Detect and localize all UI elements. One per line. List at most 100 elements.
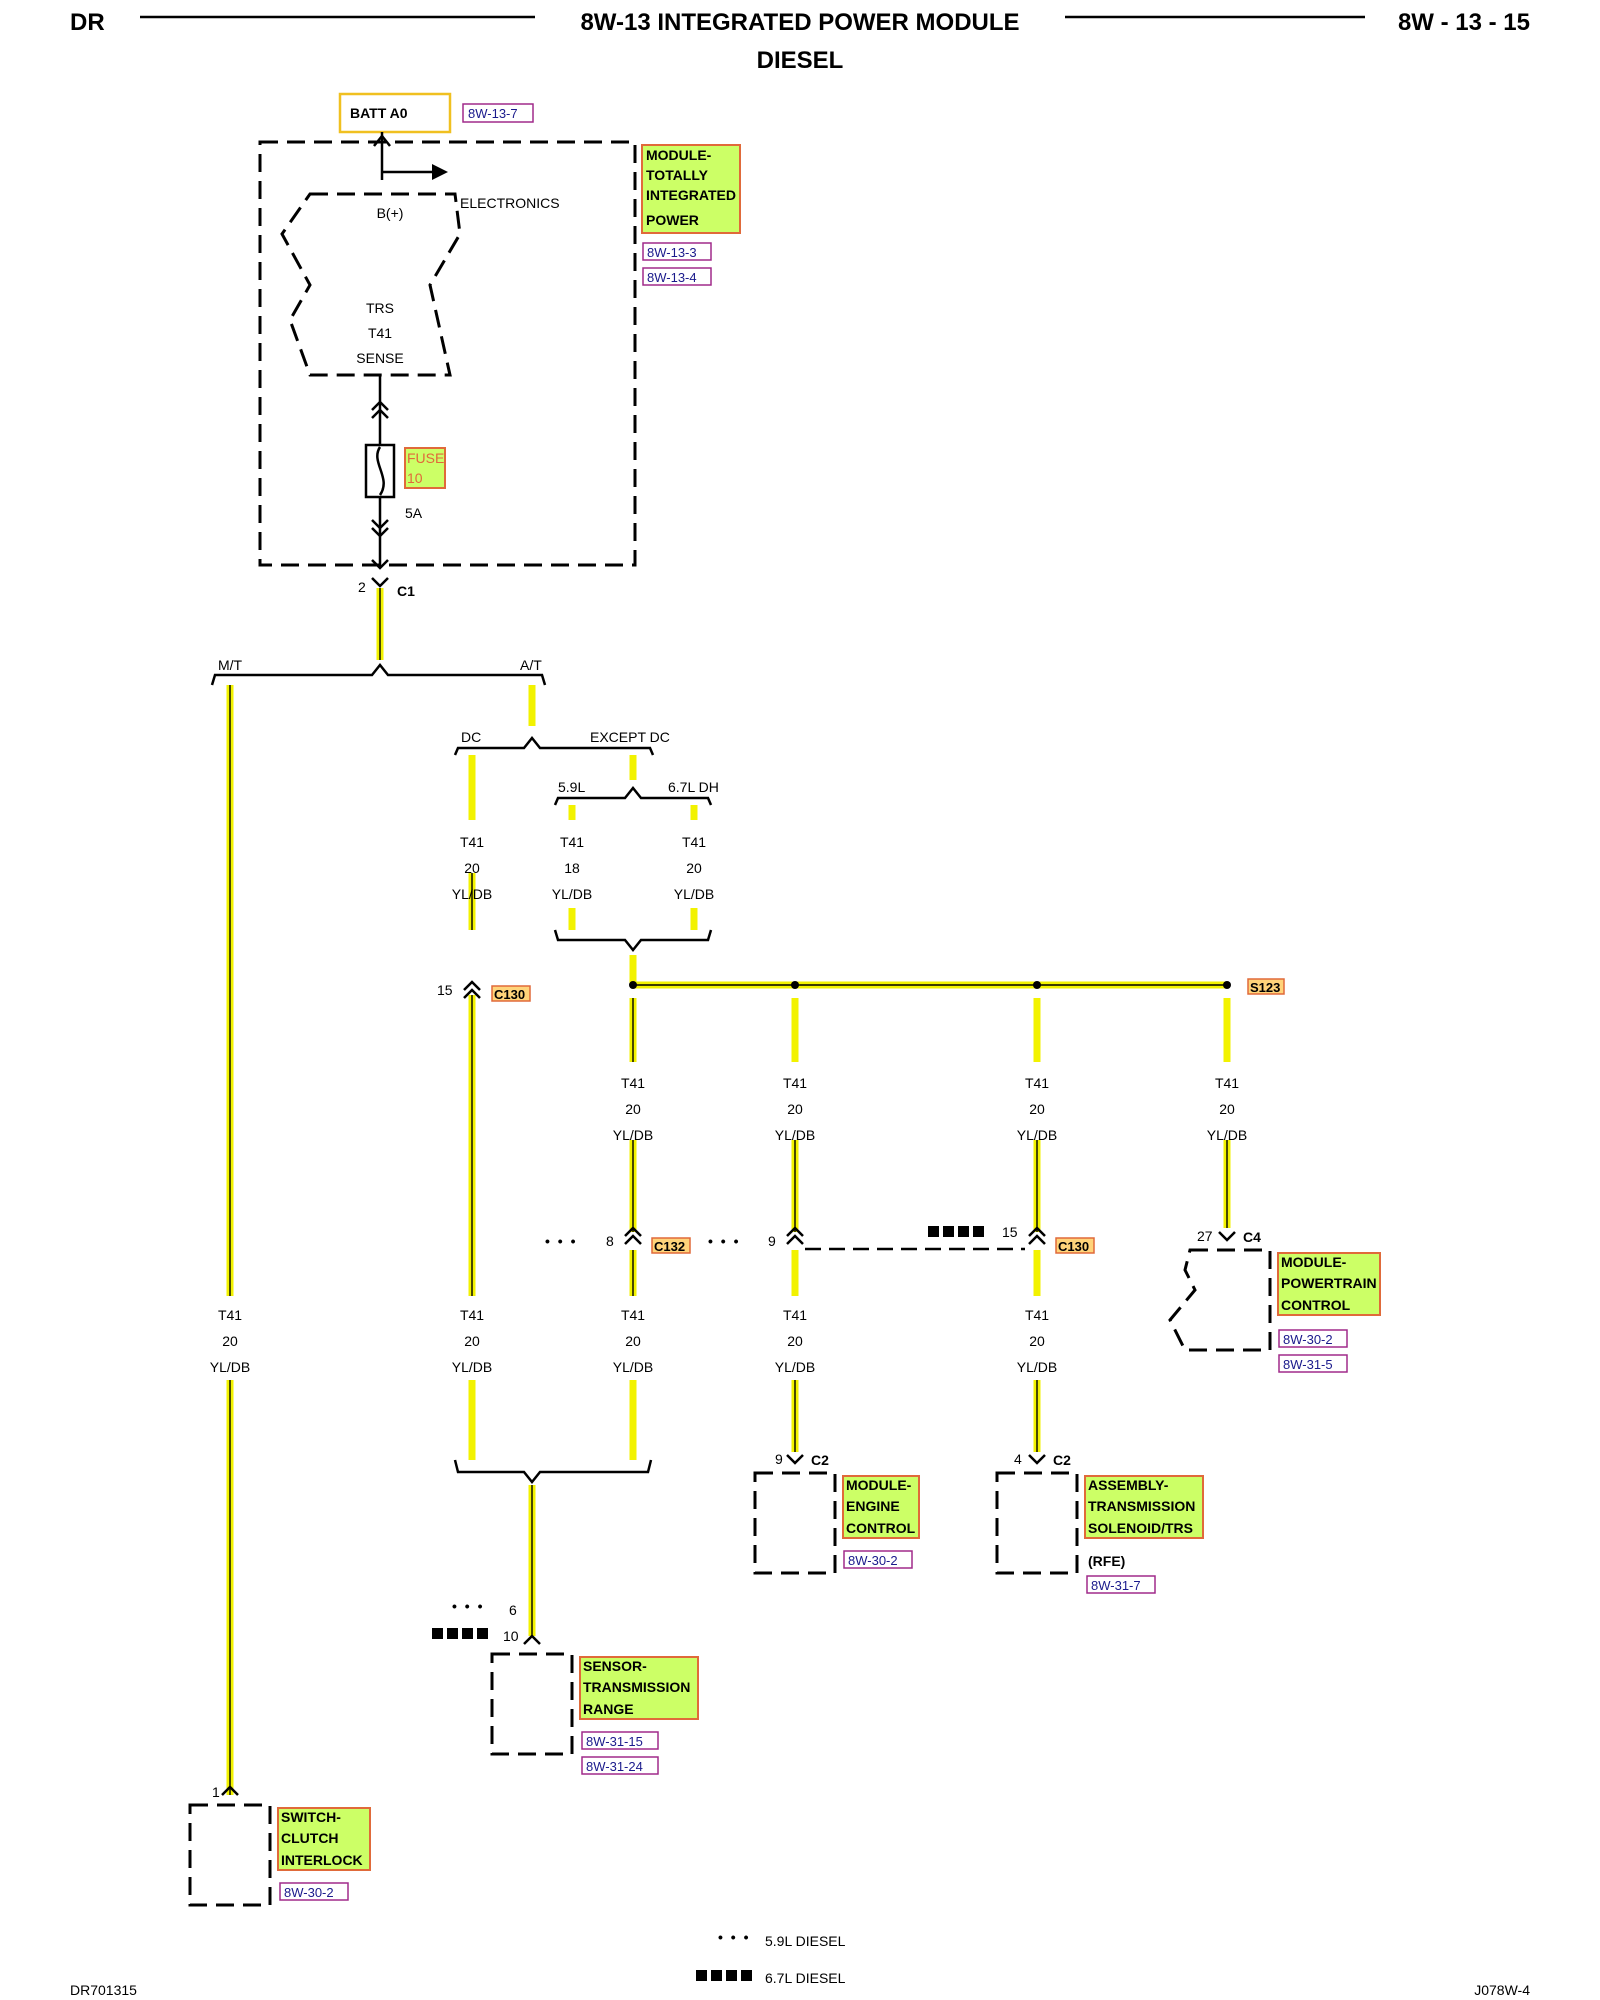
pcm-ref-2[interactable]: 8W-31-5 xyxy=(1283,1357,1333,1372)
wl-mt-circuit: T41 xyxy=(218,1307,242,1323)
tipm-ref-2[interactable]: 8W-13-4 xyxy=(647,270,697,285)
pcm-name-1: MODULE- xyxy=(1281,1254,1347,1270)
batt-box[interactable] xyxy=(338,92,452,134)
tr-ref-1[interactable]: 8W-31-15 xyxy=(586,1734,643,1749)
page-title: 8W-13 INTEGRATED POWER MODULE xyxy=(580,9,1019,36)
tr-name-1: SENSOR- xyxy=(583,1658,647,1674)
engine-join xyxy=(553,929,713,953)
pcm-tag[interactable] xyxy=(1277,1252,1381,1316)
wl-dc-color: YL/DB xyxy=(452,886,492,902)
tr-tag[interactable] xyxy=(579,1656,699,1720)
sw-pin: 1 xyxy=(212,1784,220,1800)
bplus-label: B(+) xyxy=(377,205,404,221)
pcm-outline xyxy=(1168,1248,1272,1352)
tr-ref-2[interactable]: 8W-31-24 xyxy=(586,1759,643,1774)
tipm-tag[interactable] xyxy=(641,144,741,234)
wl-67-gauge: 20 xyxy=(686,860,702,876)
fuse-tag[interactable] xyxy=(404,447,446,489)
c132-pin: 8 xyxy=(606,1233,614,1249)
wl-b3-color: YL/DB xyxy=(1017,1127,1057,1143)
tr-name-3: RANGE xyxy=(583,1701,634,1717)
c4-label: C4 xyxy=(1243,1229,1261,1245)
wl-dc2-gauge: 20 xyxy=(464,1333,480,1349)
c130-67-squares xyxy=(928,1226,984,1237)
footer-right: J078W-4 xyxy=(1474,1982,1530,1998)
c130-left-connector-icon xyxy=(463,980,481,999)
ecm-ref-box[interactable] xyxy=(843,1550,913,1569)
fuse-upper-terminal-icon xyxy=(371,400,389,419)
wl-b1-color: YL/DB xyxy=(613,1127,653,1143)
ecm-ref-1[interactable]: 8W-30-2 xyxy=(848,1553,898,1568)
c130-right-pin: 15 xyxy=(1002,1224,1018,1240)
wl-mt-gauge: 20 xyxy=(222,1333,238,1349)
ecm-connector-icon xyxy=(786,1454,804,1465)
wl-59-color: YL/DB xyxy=(552,886,592,902)
wl-b1l-color: YL/DB xyxy=(613,1359,653,1375)
trs-ref-1[interactable]: 8W-31-7 xyxy=(1091,1578,1141,1593)
wl-67-color: YL/DB xyxy=(674,886,714,902)
wl-59-circuit: T41 xyxy=(560,834,584,850)
trs-name-3: SOLENOID/TRS xyxy=(1088,1520,1193,1536)
wl-mt-color: YL/DB xyxy=(210,1359,250,1375)
c132-connector-icon xyxy=(624,1226,642,1245)
sq-2 xyxy=(943,1226,954,1237)
wl-b1-circuit: T41 xyxy=(621,1075,645,1091)
split-mt: M/T xyxy=(218,657,243,673)
c130-left-tag[interactable] xyxy=(491,985,531,1002)
footer-left: DR701315 xyxy=(70,1982,137,1998)
wl-dc2-color: YL/DB xyxy=(452,1359,492,1375)
pcm-ref2-box[interactable] xyxy=(1278,1354,1348,1373)
wl-dc-circuit: T41 xyxy=(460,834,484,850)
tipm-ref-1[interactable]: 8W-13-3 xyxy=(647,245,697,260)
sw-outline xyxy=(188,1803,272,1907)
wl-dc-gauge: 20 xyxy=(464,860,480,876)
wl-b2-color: YL/DB xyxy=(775,1127,815,1143)
sw-ref-1[interactable]: 8W-30-2 xyxy=(284,1885,334,1900)
s123-tag[interactable] xyxy=(1247,978,1285,995)
tipm-name-1: MODULE- xyxy=(646,147,712,163)
tipm-ref1-box[interactable] xyxy=(642,242,712,261)
sw-tag[interactable] xyxy=(277,1807,371,1871)
c130-right-label: C130 xyxy=(1058,1239,1089,1254)
sense-line-3: SENSE xyxy=(356,350,403,366)
header-left: DR xyxy=(70,9,105,36)
tr-67-squares xyxy=(432,1628,488,1639)
legend-dots-icon: • • • xyxy=(718,1929,750,1945)
pcm-ref1-box[interactable] xyxy=(1278,1329,1348,1348)
c132-59-dots: • • • xyxy=(545,1233,577,1249)
page-number: 8W - 13 - 15 xyxy=(1398,9,1530,36)
batt-ref[interactable]: 8W-13-7 xyxy=(468,106,518,121)
tr-ref1-box[interactable] xyxy=(581,1731,659,1750)
batt-label: BATT A0 xyxy=(350,105,408,121)
trs-tag[interactable] xyxy=(1084,1475,1204,1539)
batt-ref-box[interactable] xyxy=(462,103,534,123)
tipm-name-4: POWER xyxy=(646,212,699,228)
c1-connector-icon xyxy=(371,577,389,588)
c4-connector-icon xyxy=(1218,1231,1236,1242)
sw-ref-box[interactable] xyxy=(279,1882,349,1901)
trs-ref-box[interactable] xyxy=(1086,1575,1156,1594)
sq-5 xyxy=(432,1628,443,1639)
tipm-ref2-box[interactable] xyxy=(642,267,712,286)
tr-pin-59: 6 xyxy=(509,1602,517,1618)
c132-tag[interactable] xyxy=(651,1237,691,1254)
c4-pin: 27 xyxy=(1197,1228,1213,1244)
c130-right-tag[interactable] xyxy=(1055,1237,1095,1254)
wl-b4-color: YL/DB xyxy=(1207,1127,1247,1143)
dc-split xyxy=(453,735,655,756)
tr-59-dots: • • • xyxy=(452,1598,484,1614)
tr-ref2-box[interactable] xyxy=(581,1756,659,1775)
c1-label: C1 xyxy=(397,583,415,599)
pcm-ref-1[interactable]: 8W-30-2 xyxy=(1283,1332,1333,1347)
mid-connector-icon xyxy=(786,1226,804,1245)
wl-b4-circuit: T41 xyxy=(1215,1075,1239,1091)
wire-labels: T41 20 YL/DB T41 18 YL/DB T41 20 YL/DB T… xyxy=(210,834,1247,1375)
ecm-tag[interactable] xyxy=(842,1475,920,1539)
split-dc: DC xyxy=(461,729,481,745)
wl-b1l-gauge: 20 xyxy=(625,1333,641,1349)
mid-59-dots: • • • xyxy=(708,1233,740,1249)
tipm-name-2: TOTALLY xyxy=(646,167,709,183)
split-67: 6.7L DH xyxy=(668,779,719,795)
